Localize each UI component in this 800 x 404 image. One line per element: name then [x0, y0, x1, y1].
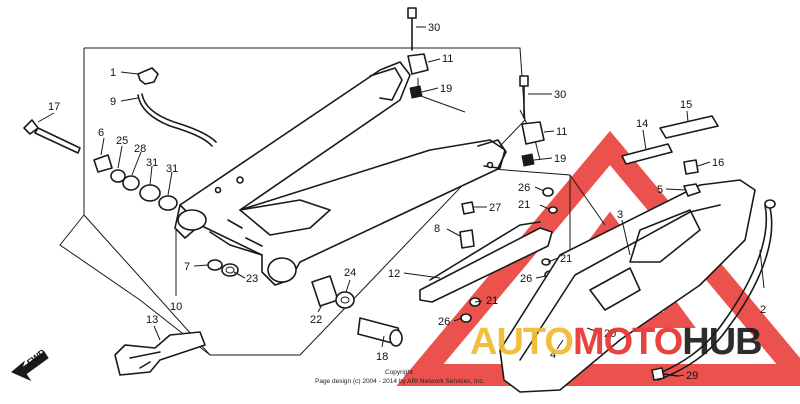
callout-29: 29 — [686, 370, 698, 382]
callout-11-lower: 11 — [556, 126, 567, 138]
callout-7: 7 — [184, 261, 190, 273]
callout-23: 23 — [246, 273, 258, 285]
watermark-text: AUTOMOTOHUB — [470, 321, 763, 363]
callout-8: 8 — [434, 223, 440, 235]
callout-20: 20 — [604, 328, 616, 340]
pivot-bolt — [23, 119, 81, 154]
callout-6: 6 — [98, 127, 104, 139]
callout-21-c: 21 — [486, 295, 498, 307]
callout-12: 12 — [388, 268, 400, 280]
chain-case — [499, 179, 756, 393]
collar — [311, 275, 355, 309]
watermark-auto: AUTO — [470, 321, 573, 363]
callout-21-a: 21 — [518, 199, 530, 211]
callout-24: 24 — [344, 267, 356, 279]
callout-numbers: 1 2 3 4 5 6 7 8 9 10 11 11 12 13 14 15 1… — [48, 22, 766, 382]
callout-18: 18 — [376, 351, 388, 363]
callout-14: 14 — [636, 118, 648, 130]
callout-16: 16 — [712, 157, 724, 169]
callout-10: 10 — [170, 301, 182, 313]
callout-31-b: 31 — [166, 163, 178, 175]
callout-1: 1 — [110, 67, 116, 79]
callout-19-lower: 19 — [554, 153, 566, 165]
callout-26-a: 26 — [518, 182, 530, 194]
copyright-line-1: Copyright — [385, 369, 413, 376]
leader-lines — [37, 26, 765, 377]
callout-26-b: 26 — [520, 273, 532, 285]
callout-30-lower: 30 — [554, 89, 566, 101]
chain-guard-bracket — [114, 331, 206, 376]
chain-slider — [419, 221, 553, 303]
callout-31-a: 31 — [146, 157, 158, 169]
callout-13: 13 — [146, 314, 158, 326]
callout-26-c: 26 — [438, 316, 450, 328]
case-bolt — [683, 159, 701, 197]
watermark-moto: MOTO — [573, 321, 682, 363]
callout-22: 22 — [310, 314, 322, 326]
watermark-hub: HUB — [682, 321, 761, 363]
callout-28: 28 — [134, 143, 146, 155]
chain-case-decals — [621, 115, 719, 165]
drive-chain — [654, 199, 776, 381]
callout-2: 2 — [760, 304, 766, 316]
callout-11-upper: 11 — [442, 53, 453, 65]
pivot-pin — [357, 317, 403, 347]
callout-25: 25 — [116, 135, 128, 147]
swingarm — [174, 61, 507, 286]
grease-hose — [137, 67, 217, 147]
case-screw — [651, 367, 679, 381]
callout-3: 3 — [617, 209, 623, 221]
fwd-arrow: FWD — [11, 347, 49, 382]
callout-15: 15 — [680, 99, 692, 111]
callout-17: 17 — [48, 101, 60, 113]
callout-4: 4 — [550, 349, 556, 361]
callout-30-upper: 30 — [428, 22, 440, 34]
shock-mount-hardware — [407, 7, 545, 167]
callout-9: 9 — [110, 96, 116, 108]
seals — [207, 259, 239, 277]
pivot-bushings — [93, 154, 178, 211]
callout-19-upper: 19 — [440, 83, 452, 95]
callout-21-b: 21 — [560, 253, 572, 265]
callout-5: 5 — [657, 184, 663, 196]
svg-text:AUTOMOTOHUB: AUTOMOTOHUB — [470, 321, 762, 363]
copyright-notice: Copyright Page design (c) 2004 - 2014 by… — [315, 369, 485, 385]
copyright-line-2: Page design (c) 2004 - 2014 by ARI Netwo… — [315, 378, 485, 385]
callout-27: 27 — [489, 202, 501, 214]
